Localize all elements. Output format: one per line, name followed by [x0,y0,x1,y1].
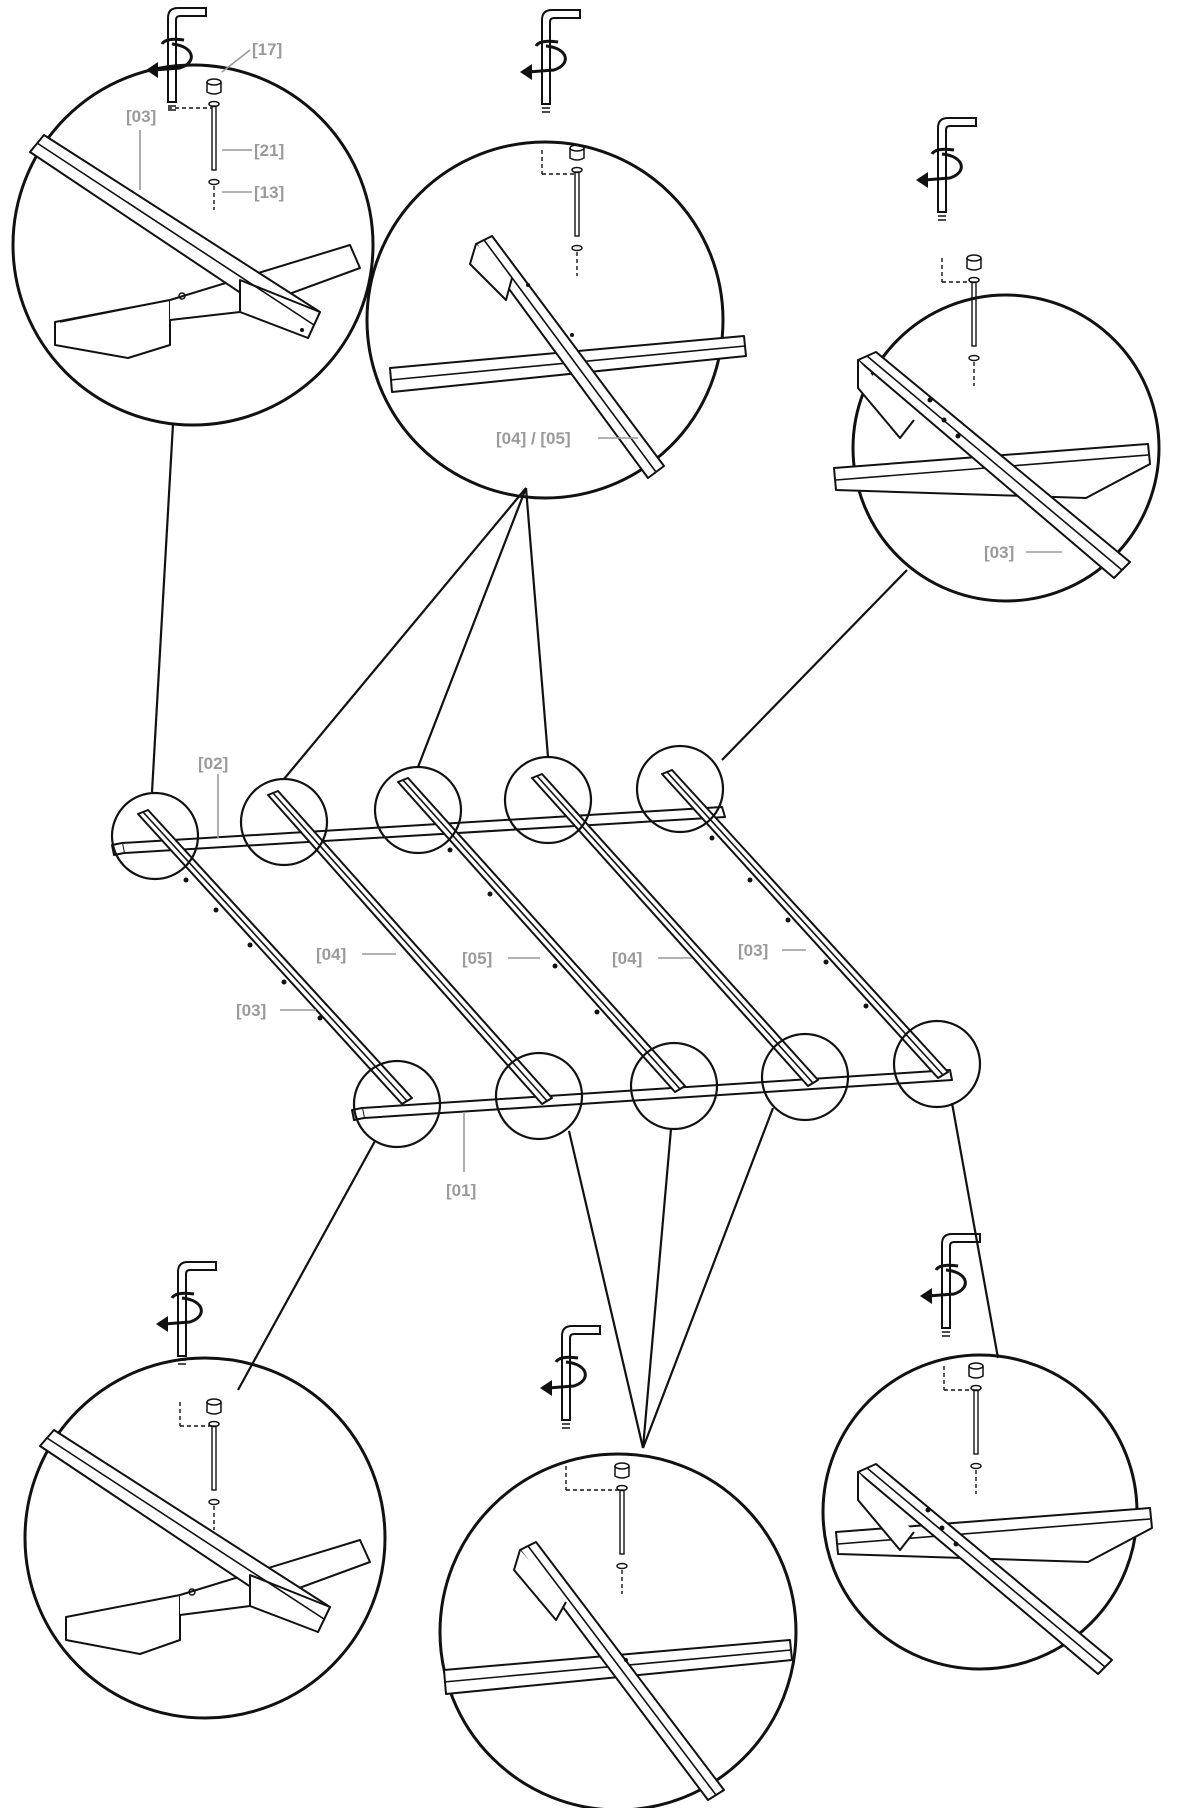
beam-04-left [267,790,553,1105]
detail-top-middle [365,140,747,500]
beam-03-right [661,769,949,1079]
label-front-rail: [01] [446,1181,476,1200]
label-side-beam-detail-right: [03] [984,543,1014,562]
label-beam-04-right: [04] [612,949,642,968]
main-frame [111,769,953,1121]
label-cap: [17] [252,40,282,59]
label-side-beam-left: [03] [236,1001,266,1020]
detail-bottom-middle [438,1452,798,1808]
label-beam-05: [05] [462,949,492,968]
connector-lines [150,423,1000,1449]
detail-top-right [833,254,1161,603]
joint-markers [110,744,982,1149]
allen-key-icon [144,6,208,112]
detail-bottom-left [23,1356,387,1720]
detail-bottom-right [821,1353,1153,1675]
label-side-beam-right: [03] [738,941,768,960]
allen-key-icon [154,1260,218,1366]
allen-key-icon [914,116,978,222]
label-beam-04-left: [04] [316,945,346,964]
label-bolt: [21] [254,141,284,160]
beam-03-left [137,809,413,1105]
label-side-beam-detail: [03] [126,107,156,126]
allen-key-icon [918,1232,982,1338]
allen-key-icon [538,1324,602,1430]
detail-top-left [11,63,375,427]
label-middle-beam-detail: [04] / [05] [496,429,571,448]
label-washer: [13] [254,183,284,202]
allen-key-icon [518,8,582,114]
beam-04-right [531,773,819,1087]
beam-05 [397,777,686,1093]
label-back-rail: [02] [198,754,228,773]
